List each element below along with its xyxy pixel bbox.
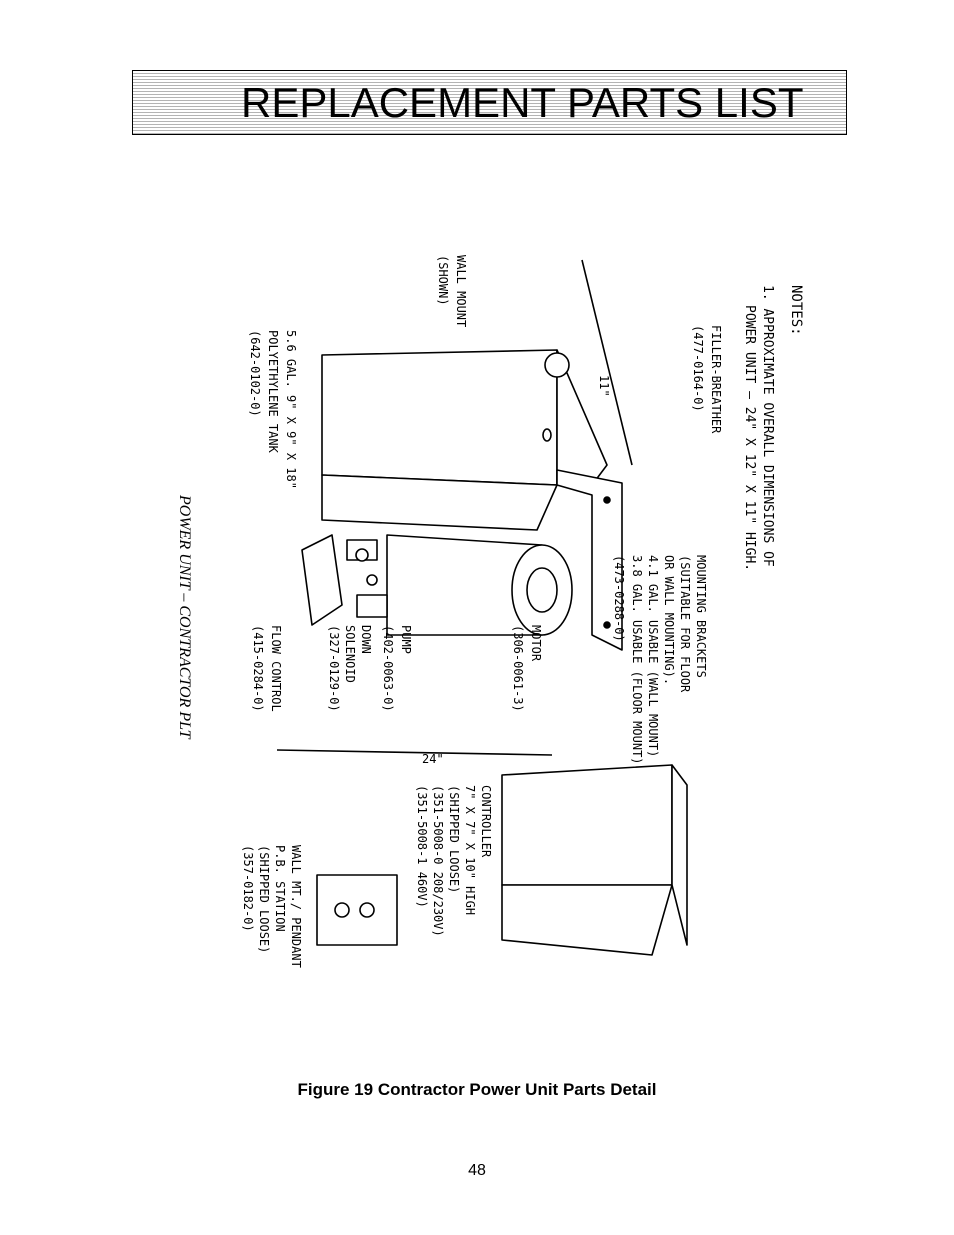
- svg-text:(306-0061-3): (306-0061-3): [511, 625, 525, 712]
- title-banner: REPLACEMENT PARTS LIST: [132, 70, 847, 135]
- motor-label: MOTOR: [529, 625, 543, 662]
- svg-text:POLYETHYLENE TANK: POLYETHYLENE TANK: [266, 330, 280, 454]
- lower-bracket: [301, 534, 343, 626]
- pump-label: PUMP: [399, 625, 413, 654]
- wall-mount-label: WALL MOUNT: [454, 255, 468, 327]
- svg-text:4.1 GAL. USABLE (WALL MOUNT): 4.1 GAL. USABLE (WALL MOUNT): [646, 555, 660, 757]
- svg-text:3.8 GAL. USABLE (FLOOR MOUNT): 3.8 GAL. USABLE (FLOOR MOUNT): [630, 555, 644, 765]
- svg-text:P.B. STATION: P.B. STATION: [273, 845, 287, 932]
- svg-text:(357-0182-0): (357-0182-0): [241, 845, 255, 932]
- tank-label: 5.6 GAL. 9" X 9" X 18": [284, 330, 298, 489]
- controller-label: CONTROLLER: [479, 785, 493, 858]
- drawing-title: POWER UNIT – CONTRACTOR PLT: [176, 494, 193, 740]
- power-unit-diagram: NOTES: 1. APPROXIMATE OVERALL DIMENSIONS…: [176, 255, 804, 968]
- svg-text:(642-0102-0): (642-0102-0): [248, 330, 262, 417]
- page-title: REPLACEMENT PARTS LIST: [241, 79, 804, 126]
- height-dimension-line: [581, 259, 633, 466]
- wall-mount-shown: (SHOWN): [436, 255, 450, 306]
- figure-caption: Figure 19 Contractor Power Unit Parts De…: [297, 1080, 657, 1099]
- tank-port: [542, 428, 552, 442]
- pb-button-bottom: [359, 902, 375, 918]
- svg-text:SOLENOID: SOLENOID: [343, 625, 357, 683]
- pb-station-label: WALL MT./ PENDANT: [289, 845, 303, 968]
- figure-drawing: NOTES: 1. APPROXIMATE OVERALL DIMENSIONS…: [152, 165, 832, 1075]
- filler-breather-part: (477-0164-0): [691, 325, 705, 412]
- controller-box: [501, 764, 673, 886]
- filler-breather-cap: [544, 352, 570, 378]
- mounting-bracket: [556, 469, 623, 651]
- svg-text:(SHIPPED LOOSE): (SHIPPED LOOSE): [447, 785, 461, 893]
- svg-text:(402-0063-0): (402-0063-0): [381, 625, 395, 712]
- svg-text:OR WALL MOUNTING).: OR WALL MOUNTING).: [662, 555, 676, 685]
- flow-control-label: FLOW CONTROL: [269, 625, 283, 712]
- svg-text:(351-5008-1 460V): (351-5008-1 460V): [415, 785, 429, 908]
- filler-breather-label: FILLER-BREATHER: [709, 325, 723, 434]
- notes-line-1: 1. APPROXIMATE OVERALL DIMENSIONS OF: [760, 285, 775, 567]
- length-dimension-label: 24": [422, 752, 444, 766]
- svg-text:(SUITABLE FOR FLOOR: (SUITABLE FOR FLOOR: [678, 555, 692, 693]
- solenoid-block: [356, 594, 388, 618]
- height-dimension-label: 11": [597, 375, 611, 397]
- svg-text:(473-0288-0): (473-0288-0): [612, 555, 626, 642]
- tank-top-face: [321, 349, 558, 486]
- notes-line-2: POWER UNIT – 24" X 12" X 11" HIGH.: [742, 305, 757, 571]
- page-number: 48: [468, 1162, 486, 1179]
- svg-text:(327-0129-0): (327-0129-0): [327, 625, 341, 712]
- down-solenoid-label: DOWN: [359, 625, 373, 654]
- tank-front-face: [321, 474, 558, 531]
- svg-text:(SHIPPED LOOSE): (SHIPPED LOOSE): [257, 845, 271, 953]
- svg-text:(415-0284-0): (415-0284-0): [251, 625, 265, 712]
- svg-text:(351-5008-0 208/230V): (351-5008-0 208/230V): [431, 785, 445, 937]
- length-dimension-line: [276, 749, 553, 756]
- flow-control-valve: [355, 548, 369, 562]
- notes-heading: NOTES:: [788, 285, 804, 336]
- mounting-brackets-label: MOUNTING BRACKETS: [694, 555, 708, 678]
- motor-end-inner: [526, 567, 558, 613]
- pb-button-top: [334, 902, 350, 918]
- pb-station-box: [316, 874, 398, 946]
- svg-text:7" X 7" X 10" HIGH: 7" X 7" X 10" HIGH: [463, 785, 477, 915]
- motor-end: [511, 544, 573, 636]
